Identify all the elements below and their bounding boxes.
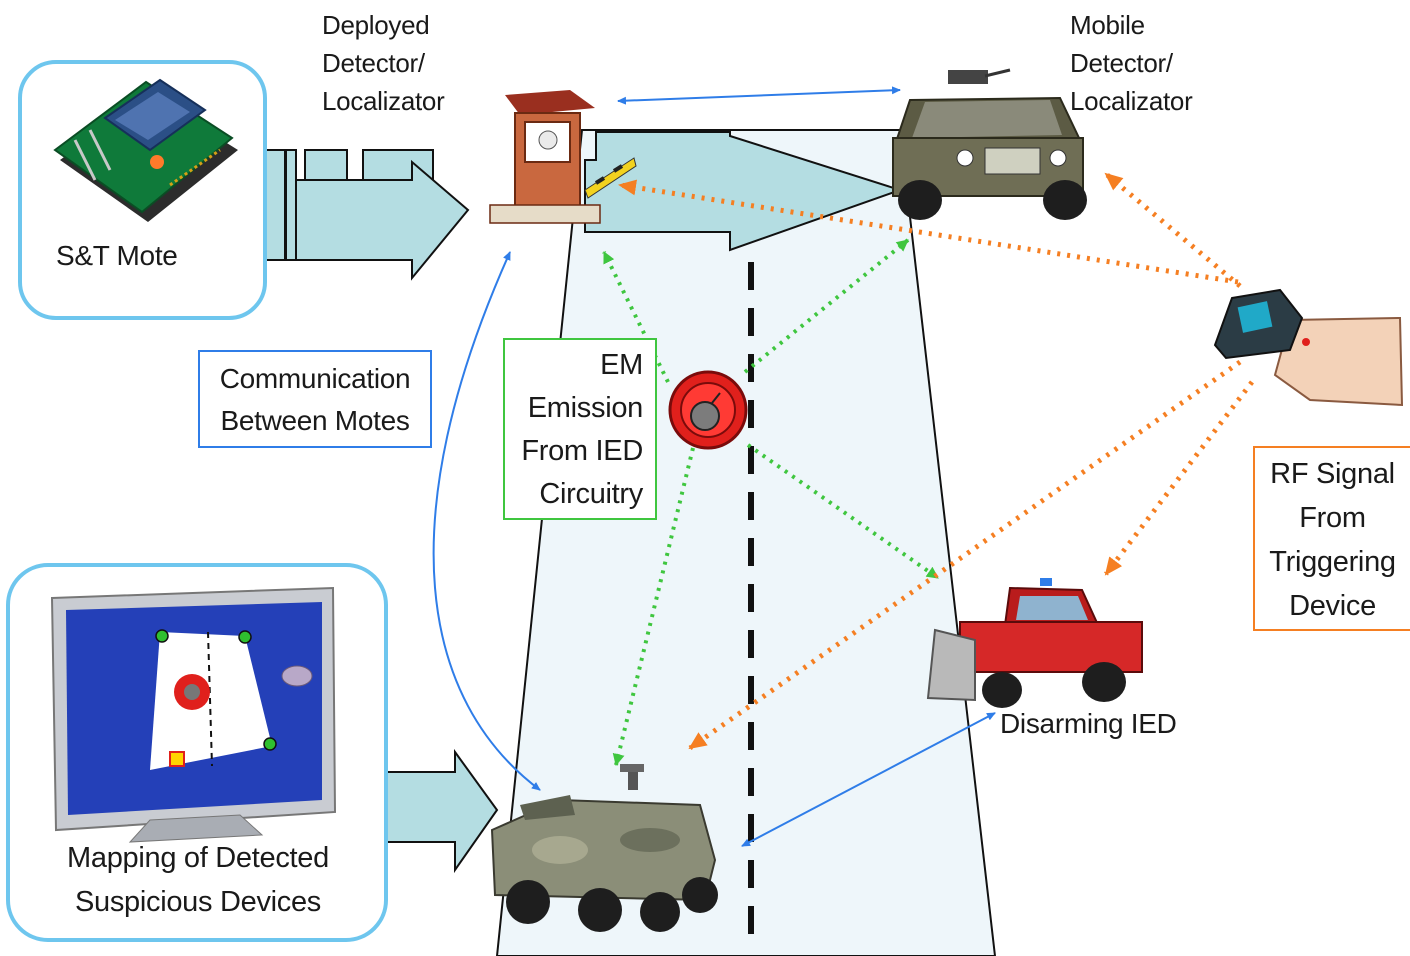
- monitor-map-icon: [50, 586, 337, 843]
- humvee-icon: [892, 68, 1087, 220]
- deployed-detector-label: Deployed Detector/ Localizator: [322, 10, 445, 116]
- communication-arrows: [432, 86, 996, 847]
- top-flow-arrow: [264, 131, 904, 281]
- remote-trigger-icon: [1213, 288, 1404, 407]
- mobile-detector-label: Mobile Detector/ Localizator: [1070, 10, 1193, 116]
- fire-truck-plow-icon: [926, 578, 1143, 708]
- rf-signal-label-box: RF Signal From Triggering Device: [1253, 446, 1410, 631]
- em-emission-arrows: [602, 238, 940, 766]
- checkpoint-booth-icon: [489, 90, 637, 224]
- em-emission-label-box: EM Emission From IED Circuitry: [503, 338, 657, 520]
- ied-bomb-icon: [668, 370, 748, 450]
- sensor-mote-icon: [53, 78, 238, 222]
- st-mote-label: S&T Mote: [56, 240, 178, 271]
- communication-label-box: Communication Between Motes: [198, 350, 432, 448]
- mapping-label: Mapping of Detected Suspicious Devices: [67, 842, 329, 918]
- rf-signal-arrows: [618, 172, 1254, 751]
- armored-vehicle-icon: [490, 764, 718, 932]
- disarming-ied-label: Disarming IED: [1000, 708, 1177, 739]
